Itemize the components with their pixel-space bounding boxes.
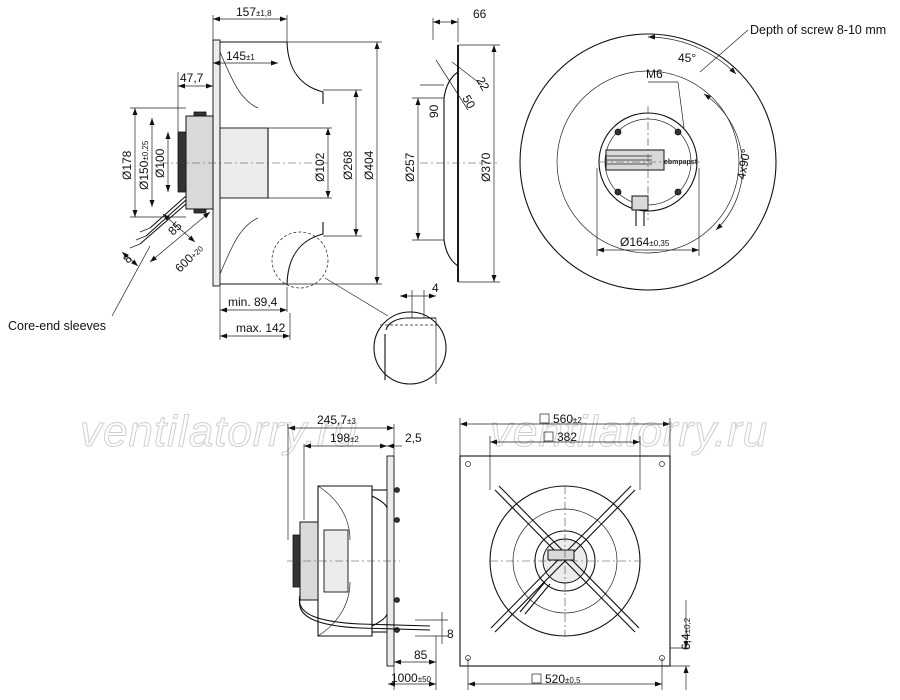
dim-90: 90 xyxy=(427,104,441,118)
dim-85-bottom: 85 xyxy=(414,648,428,662)
label-depth-of-screw: Depth of screw 8-10 mm xyxy=(750,23,886,37)
dim-164: Ø164±0,35 xyxy=(620,235,670,249)
dim-102: Ø102 xyxy=(313,152,327,182)
dim-2-5: 2,5 xyxy=(405,431,422,445)
dim-50: 50 xyxy=(459,93,478,112)
bottom-side-view: 245,7±3 198±2 2,5 8 85 1000±50 xyxy=(287,413,454,690)
dim-4x90: 4x90° xyxy=(734,148,753,181)
section-view: 66 90 50 22 Ø257 Ø370 xyxy=(403,7,500,283)
dim-22: 22 xyxy=(473,75,492,94)
dim-max: max. 142 xyxy=(236,321,286,335)
dim-4: 4 xyxy=(432,281,439,295)
brand-logo: ebmpapst xyxy=(664,159,698,166)
dim-382: 382 xyxy=(557,430,577,444)
detail-view: 4 xyxy=(373,281,447,385)
dim-560: 560±2 xyxy=(553,412,582,426)
dim-370: Ø370 xyxy=(479,152,493,182)
front-view: ebmpapst 45° 4x90° M6 Depth of screw 8-1… xyxy=(519,23,886,291)
side-view: 157±1,8 145±1 47,7 Ø178 Ø150±0,25 Ø100 Ø… xyxy=(8,5,389,340)
dim-1000: 1000±50 xyxy=(391,671,432,685)
dim-min: min. 89,4 xyxy=(228,295,278,309)
dim-404: Ø404 xyxy=(362,150,376,180)
dim-100: Ø100 xyxy=(153,148,167,178)
dim-45deg: 45° xyxy=(678,51,696,65)
dim-66: 66 xyxy=(473,7,487,21)
dim-268: Ø268 xyxy=(341,150,355,180)
dim-600: 600+20 xyxy=(172,241,206,275)
dim-8-bottom: 8 xyxy=(447,627,454,641)
dim-245-7: 245,7±3 xyxy=(317,413,356,427)
bottom-front-view: 560±2 382 520±0,5 6,4±0,2 xyxy=(459,412,693,690)
dim-150: Ø150±0,25 xyxy=(137,140,151,190)
dim-47-7: 47,7 xyxy=(180,71,204,85)
dim-198: 198±2 xyxy=(330,431,359,445)
dim-257: Ø257 xyxy=(403,152,417,182)
label-core-end-sleeves: Core-end sleeves xyxy=(8,319,106,333)
dim-157: 157±1,8 xyxy=(236,5,272,19)
dim-6-4: 6,4±0,2 xyxy=(679,617,693,650)
dim-520: 520±0,5 xyxy=(545,672,581,686)
dim-8-cable: 8 xyxy=(120,251,135,266)
watermark-right: ventilatorry.ru xyxy=(490,407,768,456)
dim-m6: M6 xyxy=(646,67,663,81)
dim-145: 145±1 xyxy=(226,49,255,63)
dim-178: Ø178 xyxy=(120,150,134,180)
